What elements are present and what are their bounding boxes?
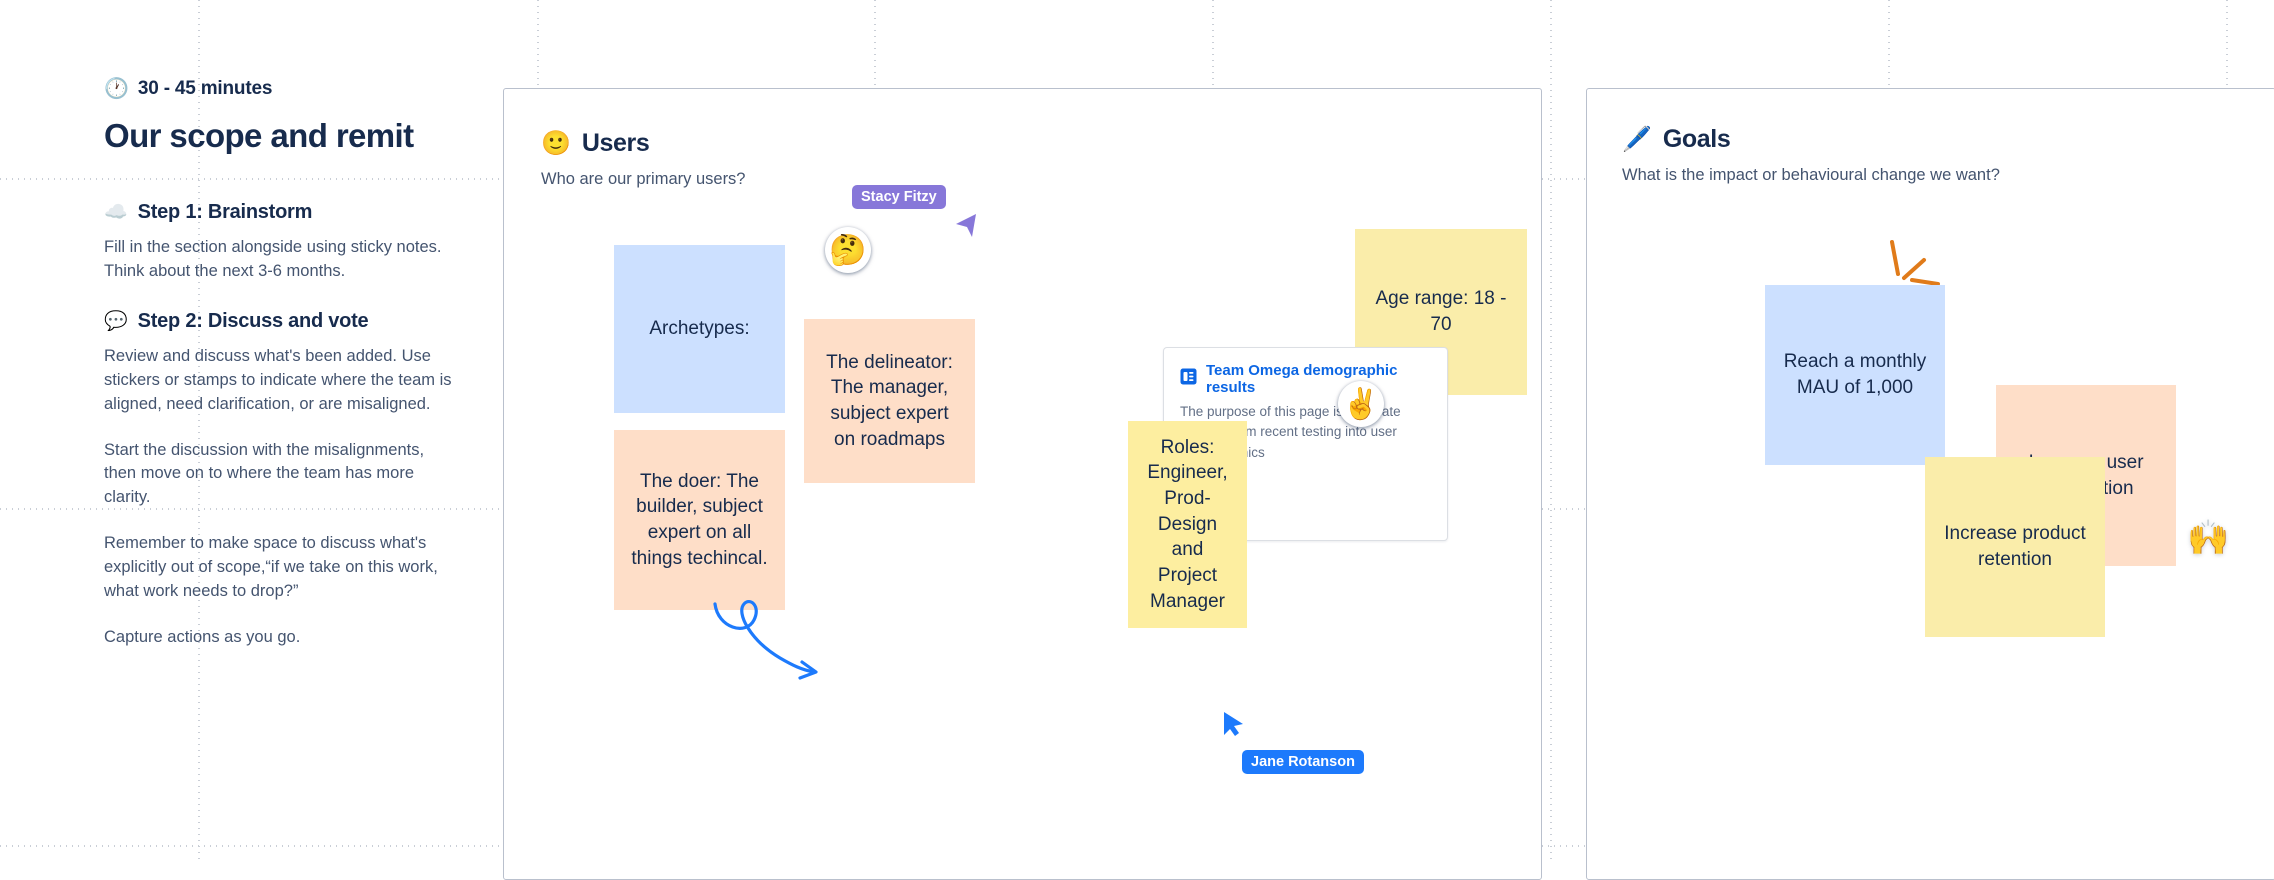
step-2-title: Step 2: Discuss and vote (137, 309, 369, 332)
cursor-jane-rotanson: Jane Rotanson (1222, 711, 1402, 774)
step-2-paragraph: Remember to make space to discuss what's… (104, 534, 438, 601)
sticky-note-text: Roles: Engineer, Prod-Design and Project… (1147, 436, 1228, 612)
users-panel-heading: 🙂 Users (541, 129, 746, 158)
linked-page-card-header: Team Omega demographic results (1180, 362, 1431, 396)
sticky-note[interactable]: The doer: The builder, subject expert on… (614, 430, 785, 610)
victory-hand-reaction[interactable]: ✌️ (1338, 381, 1384, 427)
clock-icon: 🕐 (104, 78, 129, 100)
speech-bubble-icon: 💬 (104, 310, 128, 332)
smiley-face-icon: 🙂 (541, 129, 571, 157)
step-2-block: 💬 Step 2: Discuss and vote Review and di… (104, 310, 459, 650)
step-2-paragraph: Review and discuss what's been added. Us… (104, 346, 452, 413)
step-1-heading: ☁️ Step 1: Brainstorm (104, 201, 459, 224)
sticky-note[interactable]: Reach a monthly MAU of 1,000 (1765, 285, 1945, 465)
grid-hline (0, 845, 500, 847)
pen-icon: 🖊️ (1622, 125, 1652, 153)
cursor-pointer-icon (1224, 712, 1243, 736)
cursor-label: Jane Rotanson (1242, 750, 1364, 774)
grid-vline (1550, 0, 1552, 862)
instructions-column: 🕐 30 - 45 minutes Our scope and remit ☁️… (104, 78, 459, 650)
sticky-note[interactable]: Archetypes: (614, 245, 785, 413)
thinking-face-icon: 🤔 (829, 233, 867, 267)
goals-panel-heading: 🖊️ Goals (1622, 125, 2000, 154)
step-2-paragraph: Start the discussion with the misalignme… (104, 440, 425, 507)
users-panel[interactable]: 🙂 Users Who are our primary users? Arche… (503, 88, 1542, 880)
sticky-note-text: The doer: The builder, subject expert on… (631, 470, 768, 569)
page-title: Our scope and remit (104, 117, 414, 154)
users-panel-title: Users (581, 129, 650, 157)
sticky-note[interactable]: Increase product retention (1925, 457, 2105, 637)
sticky-note-text: The delineator: The manager, subject exp… (826, 351, 953, 450)
step-2-heading: 💬 Step 2: Discuss and vote (104, 310, 459, 333)
goals-panel-subtitle: What is the impact or behavioural change… (1622, 166, 2000, 184)
victory-hand-icon: ✌️ (1342, 387, 1380, 421)
cursor-pointer-icon (956, 214, 976, 237)
step-1-paragraph: Fill in the section alongside using stic… (104, 237, 442, 280)
sticky-note[interactable]: Roles: Engineer, Prod-Design and Project… (1128, 421, 1247, 628)
step-1-title: Step 1: Brainstorm (137, 200, 313, 223)
sticky-note-text: Age range: 18 - 70 (1375, 288, 1507, 335)
duration-label: 30 - 45 minutes (137, 78, 273, 99)
page-document-icon (1180, 368, 1197, 390)
cursor-stacy-fitzy: Stacy Fitzy (852, 185, 1012, 245)
goals-panel[interactable]: 🖊️ Goals What is the impact or behaviour… (1586, 88, 2274, 880)
linked-page-card-title[interactable]: Team Omega demographic results (1206, 362, 1398, 396)
users-panel-subtitle: Who are our primary users? (541, 170, 746, 188)
spacer (104, 284, 459, 310)
duration-row: 🕐 30 - 45 minutes (104, 78, 459, 100)
goals-panel-title: Goals (1662, 125, 1731, 153)
step-1-block: ☁️ Step 1: Brainstorm Fill in the sectio… (104, 201, 459, 284)
sticky-note-text: Archetypes: (649, 318, 750, 340)
sticky-note[interactable]: The delineator: The manager, subject exp… (804, 319, 975, 483)
step-2-paragraph: Capture actions as you go. (104, 628, 301, 647)
sticky-note-text: Reach a monthly MAU of 1,000 (1783, 351, 1927, 398)
raising-hands-icon: 🙌 (2187, 519, 2230, 557)
cursor-label: Stacy Fitzy (852, 185, 946, 209)
sticky-note-text: Increase product retention (1944, 523, 2086, 570)
raising-hands-reaction[interactable]: 🙌 (2187, 521, 2229, 555)
thinking-face-reaction[interactable]: 🤔 (825, 227, 871, 273)
cloud-icon: ☁️ (104, 201, 128, 223)
